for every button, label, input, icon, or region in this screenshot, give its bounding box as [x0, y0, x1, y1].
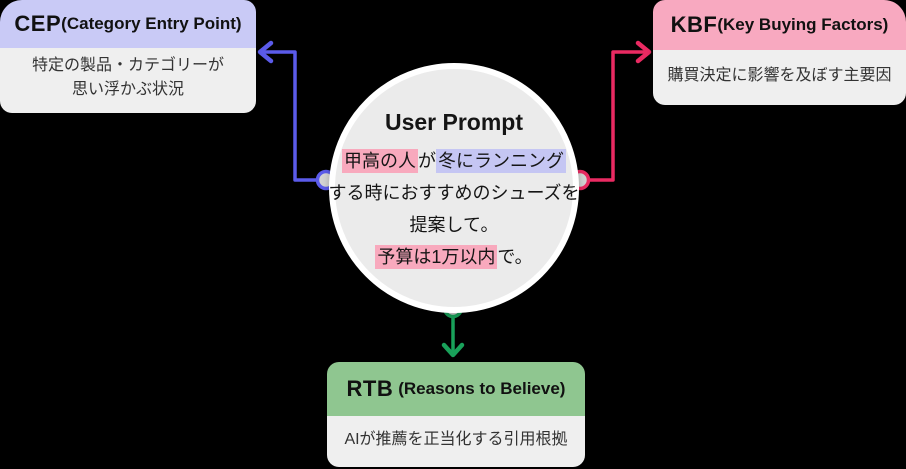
rtb-description-line: AIが推薦を正当化する引用根拠	[344, 431, 568, 448]
cep-arrowhead-icon	[257, 40, 274, 64]
kbf-description-line: 購買決定に影響を及ぼす主要因	[667, 67, 892, 84]
prompt-line-2: する時におすすめのシューズを	[328, 183, 580, 203]
cep-card-description: 特定の製品・カテゴリーが 思い浮かぶ状況	[0, 48, 256, 113]
cep-full-name-label: (Category Entry Point)	[61, 14, 242, 33]
rtb-arrowhead-icon	[441, 342, 465, 358]
prompt-plain-text-2: で。	[497, 247, 533, 267]
cep-description-line2: 思い浮かぶ状況	[71, 81, 184, 98]
rtb-abbr-label: RTB	[346, 376, 394, 401]
kbf-card-header: KBF (Key Buying Factors)	[653, 0, 906, 50]
user-prompt-text: 甲高の人が冬にランニング する時におすすめのシューズを 提案して。 予算は1万以…	[328, 145, 580, 273]
prompt-line-1: 甲高の人が冬にランニング	[342, 145, 566, 177]
kbf-arrowhead-icon	[635, 40, 652, 64]
highlight-kbf-phrase-2: 予算は1万以内	[375, 245, 498, 269]
rtb-full-name-label: (Reasons to Believe)	[398, 379, 566, 398]
cep-description-line1: 特定の製品・カテゴリーが	[31, 57, 224, 74]
rtb-card: RTB (Reasons to Believe) AIが推薦を正当化する引用根拠	[327, 362, 585, 467]
kbf-full-name-label: (Key Buying Factors)	[717, 15, 889, 34]
cep-connector-line	[261, 50, 328, 182]
prompt-line-4: 予算は1万以内で。	[375, 241, 533, 273]
kbf-card-description: 購買決定に影響を及ぼす主要因	[653, 50, 906, 105]
cep-card: CEP (Category Entry Point) 特定の製品・カテゴリーが …	[0, 0, 256, 113]
kbf-abbr-label: KBF	[670, 12, 718, 37]
rtb-card-description: AIが推薦を正当化する引用根拠	[327, 416, 585, 467]
highlight-cep-phrase: 冬にランニング	[436, 149, 566, 173]
highlight-kbf-phrase-1: 甲高の人	[342, 149, 418, 173]
rtb-card-header: RTB (Reasons to Believe)	[327, 362, 585, 416]
kbf-connector-line	[578, 50, 647, 182]
user-prompt-title: User Prompt	[384, 109, 524, 135]
kbf-card: KBF (Key Buying Factors) 購買決定に影響を及ぼす主要因	[653, 0, 906, 105]
cep-card-header: CEP (Category Entry Point)	[0, 0, 256, 48]
prompt-line-3: 提案して。	[409, 215, 499, 235]
prompt-plain-text-1: が	[418, 151, 436, 171]
user-prompt-circle: User Prompt 甲高の人が冬にランニング する時におすすめのシューズを …	[328, 63, 580, 313]
cep-abbr-label: CEP	[14, 11, 62, 36]
